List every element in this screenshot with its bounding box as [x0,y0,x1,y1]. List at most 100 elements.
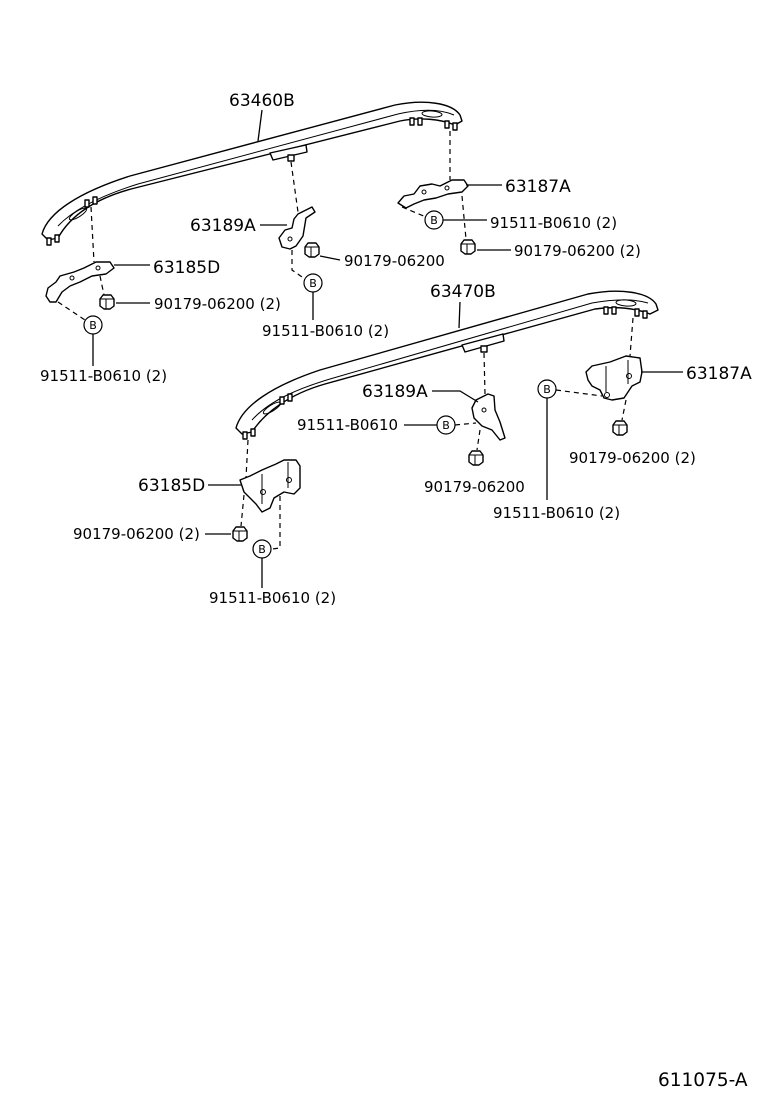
lower-front-bolt-part-number: 91511-B0610 (2) [209,589,336,607]
upper-rail-body [41,101,463,241]
lower-front-dashed-guide [271,496,281,550]
lower-center-bracket-body [471,393,506,441]
lower-center-bracket-part-number: 63189A [362,382,428,402]
lower-rear-bracket-plate [605,360,629,392]
upper-rear-dashed-guide [401,206,427,218]
upper-rail-foot [444,120,450,129]
lower-rail-assembly: 63470B 63187A B 91511-B0610 (2) 90179-06… [73,282,752,607]
upper-rail-foot [452,122,458,131]
upper-rail-rear-slot [421,110,443,118]
upper-front-nut-icon [99,294,115,310]
upper-rail-center-pad [269,144,308,161]
upper-center-dashed-guide [291,250,306,280]
bolt-marker-letter: B [309,277,317,290]
lower-front-dashed-guide [240,494,245,527]
bolt-marker-letter: B [543,383,551,396]
upper-center-bolt-marker: B [303,273,323,293]
upper-front-bracket [45,261,115,303]
lower-rail-foot [279,396,285,405]
upper-rear-bolt-marker: B [424,210,444,230]
lower-center-bracket-hole [481,407,487,413]
lower-rail-foot [242,431,248,440]
upper-front-bracket-part-number: 63185D [153,258,220,278]
upper-rail-foot [54,234,60,243]
upper-rear-bracket [397,179,469,209]
lower-roof-rail [235,290,659,440]
lower-center-bolt-marker: B [436,415,456,435]
upper-rail-foot [409,117,415,126]
lower-rail-foot [250,428,256,437]
lower-front-nut-part-number: 90179-06200 (2) [73,525,200,543]
upper-center-bracket-part-number: 63189A [190,216,256,236]
lower-rear-nut-icon [612,420,628,436]
lower-center-bracket [471,393,506,441]
upper-center-nut-part-number: 90179-06200 [344,252,445,270]
upper-front-bolt-marker: B [83,315,103,335]
upper-center-bolt-part-number: 91511-B0610 (2) [262,322,389,340]
bolt-marker-letter: B [89,319,97,332]
upper-rear-dashed-guide [461,195,467,240]
upper-rear-bracket-body [397,179,469,209]
upper-front-nut-part-number: 90179-06200 (2) [154,295,281,313]
lower-front-nut-icon [232,526,248,542]
lower-rear-bolt-part-number: 91511-B0610 (2) [493,504,620,522]
upper-front-dashed-guide [57,301,86,321]
lower-rail-leader [458,301,461,329]
lower-rear-bracket-hole [604,392,610,398]
lower-rear-bracket-part-number: 63187A [686,364,752,384]
lower-front-bracket-plate [261,462,289,504]
lower-front-bracket [239,459,301,513]
lower-center-bracket-leader [432,390,479,403]
lower-rail-part-number: 63470B [430,282,496,302]
upper-rail-foot [84,199,90,208]
lower-center-nut-icon [468,450,484,466]
lower-front-bracket-hole [260,489,266,495]
bolt-marker-letter: B [258,543,266,556]
upper-rear-bracket-part-number: 63187A [505,177,571,197]
lower-rear-bolt-marker: B [537,379,557,399]
bolt-marker-letter: B [430,214,438,227]
upper-rail-assembly: 63460B 63187A B 91511-B0610 (2) 90179-06… [40,91,641,385]
upper-front-bolt-part-number: 91511-B0610 (2) [40,367,167,385]
upper-center-bracket-hole [287,236,293,242]
upper-rail-part-number: 63460B [229,91,295,111]
lower-rail-foot [287,393,293,402]
lower-rear-bracket [585,355,643,401]
upper-rear-nut-icon [460,239,476,255]
upper-front-bracket-hole [95,265,101,271]
lower-rear-dashed-guide [555,389,603,397]
lower-front-bolt-marker: B [252,539,272,559]
upper-rear-bracket-hole [421,189,427,195]
upper-front-bracket-hole [69,275,75,281]
lower-rear-dashed-guide [621,399,627,421]
lower-center-dashed-guide [454,422,477,426]
lower-rear-bracket-hole [626,373,632,379]
lower-rail-foot [611,306,617,315]
upper-front-dashed-guide [99,275,105,296]
lower-rail-foot [642,310,648,319]
upper-rail-center-stud [287,154,295,162]
upper-rear-nut-part-number: 90179-06200 (2) [514,242,641,260]
lower-front-bracket-hole [286,477,292,483]
upper-rear-bolt-part-number: 91511-B0610 (2) [490,214,617,232]
lower-rail-foot [603,306,609,315]
lower-center-dashed-guide [483,352,486,395]
upper-center-dashed-guide [290,161,299,213]
bolt-marker-letter: B [442,419,450,432]
lower-rail-center-stud [480,345,488,353]
lower-rail-foot [634,308,640,317]
upper-front-dashed-guide [90,206,95,263]
lower-rear-bracket-body [585,355,643,401]
lower-rail-body [235,290,659,435]
upper-rail-top-edge [57,109,455,227]
lower-rear-dashed-guide [629,317,634,357]
upper-rail-leader [257,109,263,142]
upper-rail-foot [417,117,423,126]
upper-center-nut-leader [319,255,341,261]
upper-center-bracket [278,206,316,250]
lower-rail-center-pad [461,333,505,353]
upper-center-nut-icon [304,242,320,258]
lower-center-bolt-part-number: 91511-B0610 [297,416,398,434]
lower-front-bracket-part-number: 63185D [138,476,205,496]
